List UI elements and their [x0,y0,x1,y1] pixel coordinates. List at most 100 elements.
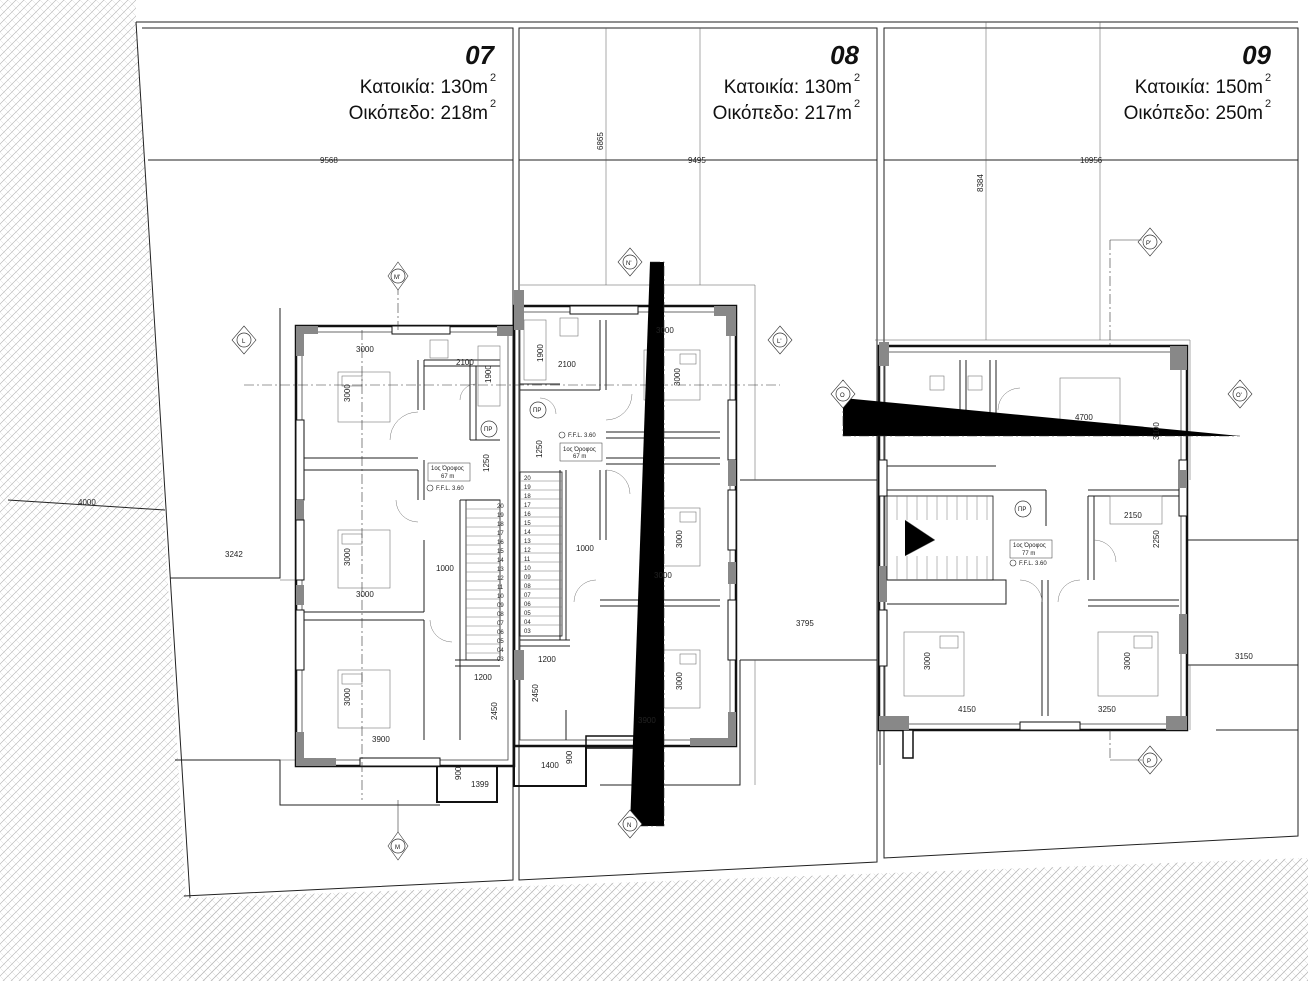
h09-floor-area: 77 m [1022,551,1035,557]
h09-dim-3100: 3100 [1152,422,1161,440]
svg-text:05: 05 [497,639,504,645]
svg-text:13: 13 [497,567,504,573]
svg-text:07: 07 [497,621,504,627]
svg-text:20: 20 [497,504,504,510]
plot-09-land-area: Οικόπεδο: 250m [1124,103,1263,124]
svg-text:18: 18 [524,494,531,500]
plot-thin-lines [280,22,1191,785]
h07-dim-900: 900 [454,766,463,780]
svg-text:08: 08 [497,612,504,618]
h08-dim-1400: 1400 [541,761,559,770]
h07-dim-1900: 1900 [484,365,493,383]
plot-07-house-area: Κατοικία: 130m [360,77,488,98]
h09-dim-4700: 4700 [1075,413,1093,422]
h08-dim-v1: 3000 [673,368,682,386]
section-marker-o-right: O' [1227,379,1253,409]
svg-text:12: 12 [524,548,531,554]
svg-text:17: 17 [497,531,504,537]
svg-text:16: 16 [524,512,531,518]
section-marker-l-left: L [231,325,257,355]
svg-text:P: P [1147,759,1151,765]
svg-text:06: 06 [497,630,504,636]
h09-dim-4150: 4150 [958,705,976,714]
svg-text:11: 11 [524,557,531,563]
section-markers: M' M L L' N' N O [231,227,1253,861]
h07-floor-area: 67 m [441,474,454,480]
svg-text:N: N [627,823,631,829]
plot-boundaries [7,21,1299,899]
svg-text:09: 09 [524,575,531,581]
dim-side-left: 4000 [78,498,96,507]
h08-dim-2100: 2100 [558,360,576,369]
plot-08-house-sup: 2 [854,72,860,84]
plot-08-house-area: Κατοικία: 130m [724,77,852,98]
svg-text:06: 06 [524,602,531,608]
svg-text:20: 20 [524,476,531,482]
top-strip [136,0,1308,20]
plot-09-house-sup: 2 [1265,72,1271,84]
site-dimensions: 9568 9495 10956 6865 8384 4000 3242 3795… [78,132,1253,661]
dim-setback-08: 3795 [796,619,814,628]
stair-numbers-07: 20 19 18 17 16 15 14 13 12 11 10 09 08 0… [497,504,504,663]
svg-text:16: 16 [497,540,504,546]
house-08-plan: 3000 1900 2100 3000 1250 1000 3000 3000 … [512,261,780,827]
plot-09-house-area: Κατοικία: 150m [1135,77,1263,98]
h08-ffl: F.F.L. 3.60 [568,433,596,439]
h09-dim-v1: 3000 [923,652,932,670]
svg-text:10: 10 [497,594,504,600]
plot-08-heading: 08 Κατοικία: 130m 2 Οικόπεδο: 217m 2 [713,40,861,124]
h07-pr-label: ΠΡ [484,427,492,433]
svg-text:14: 14 [524,530,531,536]
svg-text:05: 05 [524,611,531,617]
section-marker-p-bottom: P [1137,745,1163,775]
plot-07-heading: 07 Κατοικία: 130m 2 Οικόπεδο: 218m 2 [349,40,497,124]
section-marker-n-top: N' [617,247,643,277]
svg-text:P': P' [1146,241,1151,247]
h08-dim-v2: 3000 [675,530,684,548]
plot-08-number: 08 [830,40,859,70]
h08-dim-1900: 1900 [536,344,545,362]
plot-07-land-area: Οικόπεδο: 218m [349,103,488,124]
house-07-stair-steps [466,508,500,654]
house-08-stair-steps [520,480,562,626]
svg-text:17: 17 [524,503,531,509]
plot-07-house-sup: 2 [490,72,496,84]
h09-dim-v2: 3000 [1123,652,1132,670]
svg-text:14: 14 [497,558,504,564]
svg-text:03: 03 [524,629,531,635]
svg-text:19: 19 [524,485,531,491]
svg-text:09: 09 [497,603,504,609]
h07-dim-v1: 3000 [343,384,352,402]
section-marker-m-bottom: M [387,831,409,861]
svg-text:04: 04 [497,648,504,654]
section-marker-l-right: L' [767,325,793,355]
svg-text:M': M' [394,275,400,281]
h07-dim-mid: 3000 [356,590,374,599]
h09-dim-3250: 3250 [1098,705,1116,714]
house-07-plan: 3000 2100 1900 3000 1250 3000 1000 3000 … [244,285,516,835]
h07-dim-1250: 1250 [482,454,491,472]
h08-dim-2450: 2450 [531,684,540,702]
h08-floor-label: 1ος Όροφος [563,447,596,453]
svg-text:13: 13 [524,539,531,545]
svg-text:04: 04 [524,620,531,626]
h09-pr-label: ΠΡ [1018,507,1026,513]
house-09-plan: 4700 3100 2150 2250 3000 3000 4150 3250 … [842,240,1240,760]
h08-dim-900: 900 [565,750,574,764]
h08-dim-top: 3000 [656,326,674,335]
section-marker-m-top: M' [387,261,409,291]
svg-text:10: 10 [524,566,531,572]
h07-dim-bottom: 3900 [372,735,390,744]
plot-07-number: 07 [465,40,495,70]
plot-08-land-sup: 2 [854,98,860,110]
svg-text:O': O' [1236,393,1242,399]
dim-p07-width: 9568 [320,156,338,165]
stair-numbers-08: 20 19 18 17 16 15 14 13 12 11 10 09 08 0… [524,476,531,635]
dim-setback-07: 3242 [225,550,243,559]
plot-08-land-area: Οικόπεδο: 217m [713,103,852,124]
h07-dim-1399: 1399 [471,780,489,789]
h07-floor-label: 1ος Όροφος [431,466,464,472]
dim-p09-width: 10956 [1080,156,1103,165]
section-marker-p-top: P' [1137,227,1163,257]
